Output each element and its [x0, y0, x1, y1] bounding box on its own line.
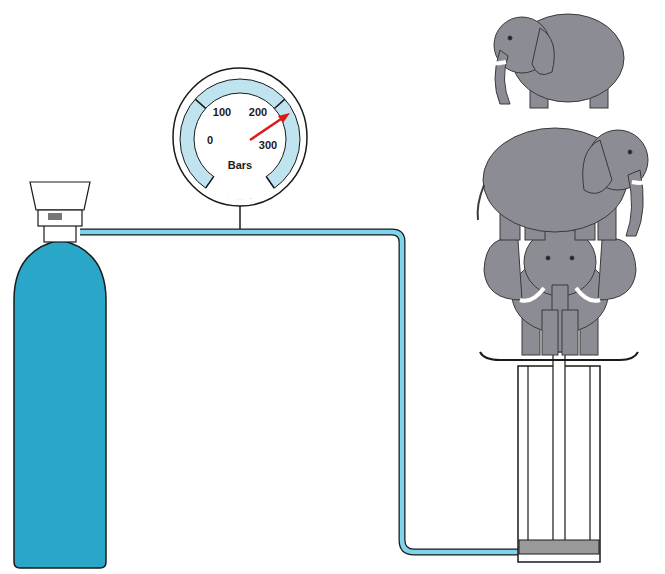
- gas-bottle: [14, 240, 106, 568]
- scale-number: 300: [259, 140, 277, 151]
- scale-number: 100: [213, 107, 231, 118]
- gauge-needle: [250, 117, 284, 140]
- gas-tube: [80, 232, 520, 552]
- elephant-top: [470, 14, 624, 108]
- valve-knob: [48, 213, 62, 220]
- piston: [519, 540, 599, 554]
- piston-rod: [553, 352, 565, 544]
- valve-cap: [30, 182, 90, 210]
- scale-number: 0: [207, 135, 213, 146]
- gauge-face: [172, 67, 308, 207]
- scale-number: 200: [249, 107, 267, 118]
- gauge-stem: [239, 206, 241, 229]
- pressure-gauge: 100 200 0 300Bars: [172, 67, 308, 207]
- needle-head: [278, 113, 290, 123]
- bottle-neck: [44, 224, 76, 242]
- elephant-middle: [478, 128, 662, 240]
- platform: [480, 352, 638, 360]
- elephant-bottom: [484, 228, 636, 355]
- unit-label: Bars: [228, 160, 252, 171]
- valve-body: [38, 210, 82, 226]
